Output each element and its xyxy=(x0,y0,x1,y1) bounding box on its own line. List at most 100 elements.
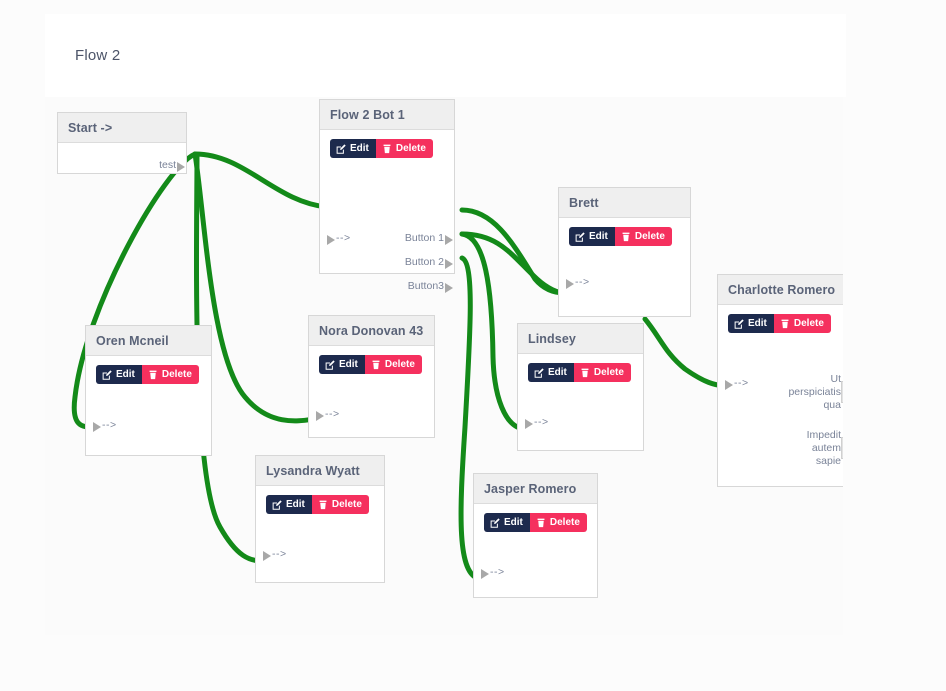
port-in[interactable]: --> xyxy=(327,232,351,245)
edit-button[interactable]: Edit xyxy=(569,227,615,246)
node-title: Charlotte Romero xyxy=(728,282,836,297)
node-actions: Edit Delete xyxy=(330,139,433,158)
edge-bot1b2-to-brett xyxy=(459,231,568,296)
port-marker-icon xyxy=(177,162,185,172)
edge-start-to-nora xyxy=(192,151,318,424)
delete-button[interactable]: Delete xyxy=(529,513,587,532)
node-body: Edit Delete --> xyxy=(474,504,597,598)
port-marker-icon xyxy=(481,569,489,579)
node-actions: Edit Delete xyxy=(484,513,587,532)
port-marker-icon xyxy=(93,422,101,432)
port-in[interactable]: --> xyxy=(481,566,505,579)
port-marker-icon xyxy=(316,411,324,421)
node-body: test xyxy=(58,143,186,174)
port-in[interactable]: --> xyxy=(93,419,117,432)
delete-button[interactable]: Delete xyxy=(573,363,631,382)
delete-button[interactable]: Delete xyxy=(773,314,831,333)
node-title: Jasper Romero xyxy=(484,481,577,496)
node-body: Edit Delete --> xyxy=(518,354,643,451)
node-title: Start -> xyxy=(68,120,113,135)
delete-button[interactable]: Delete xyxy=(364,355,422,374)
pencil-square-icon xyxy=(102,369,112,380)
node-body: Edit Delete --> Button 1 Button 2 xyxy=(320,130,454,293)
port-in[interactable]: --> xyxy=(525,416,549,429)
port-out-ut-perspiciatis-qua[interactable]: Ut perspiciatis qua xyxy=(788,373,843,412)
node-oren-mcneil[interactable]: Oren Mcneil Edit Delete --> xyxy=(85,325,212,456)
edge-bot1b2-to-lindsey xyxy=(459,231,527,432)
node-header: Flow 2 Bot 1 xyxy=(320,100,454,130)
trash-icon xyxy=(318,500,328,510)
port-marker-icon xyxy=(445,283,453,293)
node-lysandra-wyatt[interactable]: Lysandra Wyatt Edit Delete --> xyxy=(255,455,385,583)
node-header: Lysandra Wyatt xyxy=(256,456,384,486)
node-header: Start -> xyxy=(58,113,186,143)
page-title: Flow 2 xyxy=(75,47,121,64)
port-marker-icon xyxy=(525,419,533,429)
flow-header-bar: Flow 2 xyxy=(45,14,846,97)
delete-button[interactable]: Delete xyxy=(141,365,199,384)
delete-button[interactable]: Delete xyxy=(614,227,672,246)
edit-button[interactable]: Edit xyxy=(319,355,365,374)
trash-icon xyxy=(780,319,790,329)
edit-button[interactable]: Edit xyxy=(484,513,530,532)
node-header: Charlotte Romero xyxy=(718,275,843,305)
port-marker-icon xyxy=(263,551,271,561)
port-in[interactable]: --> xyxy=(316,408,340,421)
node-start[interactable]: Start -> test xyxy=(57,112,187,174)
pencil-square-icon xyxy=(575,231,585,242)
node-lindsey[interactable]: Lindsey Edit Delete --> xyxy=(517,323,644,451)
node-brett[interactable]: Brett Edit Delete --> xyxy=(558,187,691,317)
trash-icon xyxy=(148,370,158,380)
pencil-square-icon xyxy=(336,143,346,154)
trash-icon xyxy=(621,232,631,242)
node-body: Edit Delete --> Ut perspiciatis qua xyxy=(718,305,843,487)
trash-icon xyxy=(371,360,381,370)
flow-canvas[interactable]: Start -> test Flow 2 Bot 1 Edit xyxy=(45,97,843,635)
node-body: Edit Delete --> xyxy=(559,218,690,317)
port-marker-icon xyxy=(841,437,843,459)
trash-icon xyxy=(580,368,590,378)
port-marker-icon xyxy=(725,380,733,390)
edit-button[interactable]: Edit xyxy=(528,363,574,382)
node-actions: Edit Delete xyxy=(528,363,631,382)
pencil-square-icon xyxy=(325,359,335,370)
node-flow-2-bot-1[interactable]: Flow 2 Bot 1 Edit Delete --> xyxy=(319,99,455,293)
pencil-square-icon xyxy=(734,318,744,329)
node-actions: Edit Delete xyxy=(96,365,199,384)
node-title: Brett xyxy=(569,195,599,210)
pencil-square-icon xyxy=(490,517,500,528)
port-marker-icon xyxy=(841,381,843,403)
trash-icon xyxy=(536,518,546,528)
node-title: Lindsey xyxy=(528,331,576,346)
port-in[interactable]: --> xyxy=(725,377,749,390)
node-title: Oren Mcneil xyxy=(96,333,169,348)
port-in[interactable]: --> xyxy=(263,548,287,561)
node-header: Oren Mcneil xyxy=(86,326,211,356)
pencil-square-icon xyxy=(272,499,282,510)
node-charlotte-romero[interactable]: Charlotte Romero Edit Delete --> xyxy=(717,274,843,487)
port-out-impedit-autem-sapie[interactable]: Impedit autem sapie xyxy=(807,429,843,468)
edit-button[interactable]: Edit xyxy=(266,495,312,514)
node-actions: Edit Delete xyxy=(728,314,831,333)
port-in[interactable]: --> xyxy=(566,276,590,289)
edit-button[interactable]: Edit xyxy=(728,314,774,333)
port-out-test[interactable]: test xyxy=(159,159,185,172)
edit-button[interactable]: Edit xyxy=(96,365,142,384)
port-out-button-3[interactable]: Button3 xyxy=(408,280,453,293)
node-title: Flow 2 Bot 1 xyxy=(330,107,405,122)
node-jasper-romero[interactable]: Jasper Romero Edit Delete --> xyxy=(473,473,598,598)
trash-icon xyxy=(382,144,392,154)
port-out-button-1[interactable]: Button 1 xyxy=(405,232,453,245)
node-header: Brett xyxy=(559,188,690,218)
delete-button[interactable]: Delete xyxy=(375,139,433,158)
node-actions: Edit Delete xyxy=(569,227,672,246)
node-actions: Edit Delete xyxy=(266,495,369,514)
node-actions: Edit Delete xyxy=(319,355,422,374)
node-nora-donovan-43[interactable]: Nora Donovan 43 Edit Delete --> xyxy=(308,315,435,438)
delete-button[interactable]: Delete xyxy=(311,495,369,514)
port-out-button-2[interactable]: Button 2 xyxy=(405,256,453,269)
edit-button[interactable]: Edit xyxy=(330,139,376,158)
node-header: Jasper Romero xyxy=(474,474,597,504)
node-title: Nora Donovan 43 xyxy=(319,323,424,338)
